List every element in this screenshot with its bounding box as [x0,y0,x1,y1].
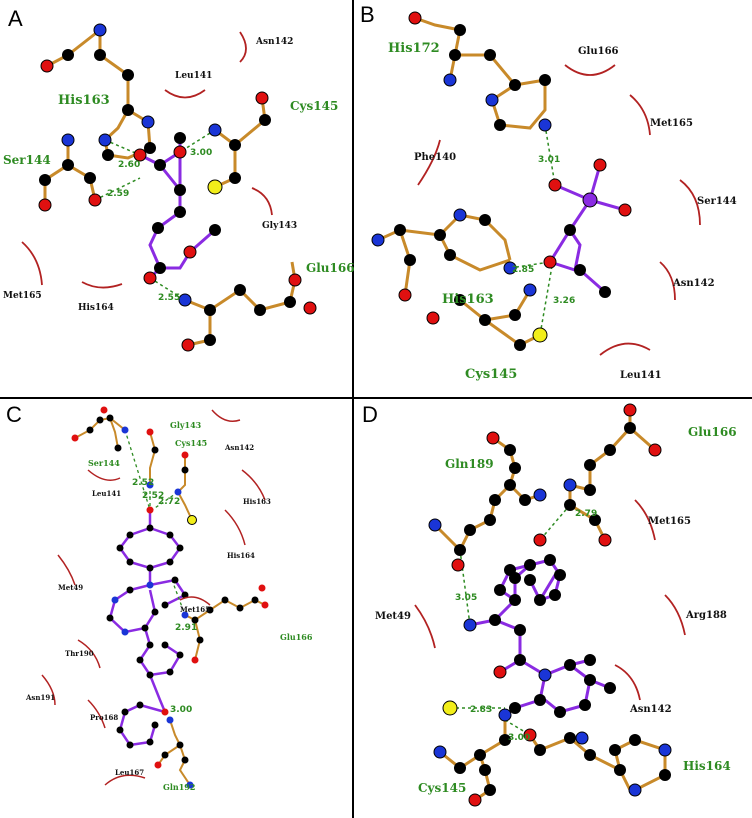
panel-c-distance-1: 2.52 [132,478,154,488]
panel-c-res-leu141: Leu141 [92,489,121,498]
panel-c-res-asn191: Asn191 [25,693,55,702]
panel-b-distance-2: 2.85 [512,265,534,275]
panel-b-hydrophobic-arcs [417,64,701,356]
panel-a-res-gly143: Gly143 [262,221,297,231]
panel-c-distance-4: 2.91 [175,623,197,633]
panel-d-ligand-bonds [469,558,611,717]
panel-b-res-cys145: Cys145 [465,367,517,382]
panel-c-res-thr190: Thr190 [65,649,94,658]
panel-d-res-asn142: Asn142 [629,704,672,715]
panel-a: A [3,6,355,352]
panel-c-res-met49: Met49 [58,583,83,592]
panel-a-hydrophobic-arcs [21,31,273,289]
panel-c-res-gly143: Gly143 [170,420,202,430]
panel-a-distance-4: 2.55 [158,293,180,303]
panel-c-res-ser144: Ser144 [88,458,120,468]
panel-b-res-his172: His172 [388,41,440,56]
panel-d-atoms [428,403,672,807]
panel-b: B [360,2,737,382]
panel-d-res-gln189: Gln189 [445,457,494,471]
panel-c-letter: C [6,402,22,427]
panel-a-res-met165: Met165 [3,291,42,301]
panel-d-res-cys145: Cys145 [418,781,466,795]
panel-d-distance-2: 3.05 [455,593,477,603]
panel-c-res-gln192: Gln192 [163,782,195,792]
panel-b-distance-3: 3.26 [553,296,575,306]
panel-c-res-cys145: Cys145 [175,438,207,448]
panel-a-res-leu141: Leu141 [175,71,212,81]
panel-a-distance-3: 2.59 [107,189,129,199]
panel-b-hbonds [509,124,556,336]
panel-d-distance-1: 2.79 [575,509,597,519]
panel-d-distance-3: 2.83 [470,705,492,715]
panel-c-res-met165: Met165 [180,605,210,614]
panel-c-atoms [71,406,269,789]
panel-b-res-glu166: Glu166 [578,46,619,57]
panel-c-res-leu167: Leu167 [115,768,144,777]
panel-b-res-phe140: Phe140 [414,152,456,163]
panel-d-res-his164: His164 [683,759,731,773]
panel-b-distance-1: 3.01 [538,155,560,165]
panel-a-res-his163: His163 [58,93,110,108]
panel-c-res-glu166: Glu166 [280,632,313,642]
panel-d: D [362,402,737,807]
panel-d-res-glu166: Glu166 [688,425,737,439]
panel-c-res-his163: His163 [243,497,271,506]
panel-b-res-asn142: Asn142 [672,278,715,289]
panel-a-res-glu166: Glu166 [306,261,355,275]
panel-d-hydrophobic-arcs [414,499,686,701]
panel-b-atoms [371,11,632,351]
panel-b-res-leu141: Leu141 [620,370,662,381]
panel-c-res-his164: His164 [227,551,255,560]
panel-d-res-met49: Met49 [375,611,411,622]
panel-b-letter: B [360,2,375,27]
panel-c: C [6,402,313,792]
panel-a-res-cys145: Cys145 [290,99,338,113]
panel-c-distance-5: 3.00 [170,705,192,715]
panel-a-distance-2: 3.00 [190,148,212,158]
panel-c-distance-2: 2.52 [142,491,164,501]
panel-b-res-ser144: Ser144 [697,196,737,207]
panel-d-res-met165: Met165 [648,516,691,527]
panel-a-res-asn142: Asn142 [255,37,293,47]
panel-a-atoms [38,23,317,352]
panel-a-res-ser144: Ser144 [3,153,51,167]
panel-c-distance-3: 2.72 [158,497,180,507]
panel-c-hydrophobic-arcs [41,409,266,786]
panel-b-res-his163: His163 [442,292,494,307]
panel-a-res-his164: His164 [78,303,114,313]
panel-c-res-pro168: Pro168 [90,713,118,722]
panel-d-distance-4: 3.00 [508,733,530,743]
panel-d-res-arg188: Arg188 [685,610,727,621]
panel-d-letter: D [362,402,378,427]
panel-a-distance-1: 2.60 [118,160,140,170]
panel-c-res-asn142: Asn142 [224,443,254,452]
panel-a-letter: A [8,6,23,31]
panel-c-hbonds [124,429,186,721]
panel-b-res-met165: Met165 [650,118,693,129]
